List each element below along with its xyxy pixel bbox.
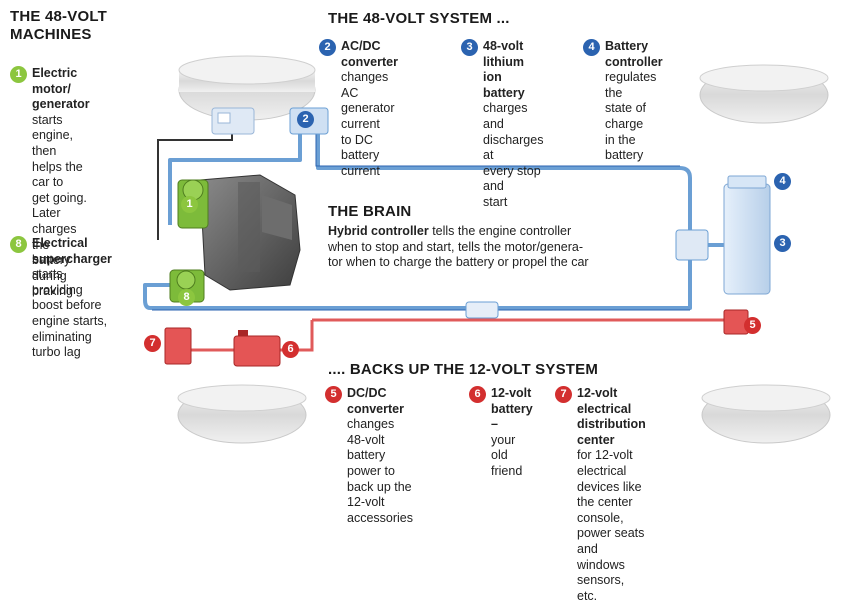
callout-7: 7: [144, 335, 161, 352]
item-3-line-4: every stop and: [483, 163, 541, 194]
engine: [199, 174, 301, 291]
item-2-line-4: current: [341, 163, 380, 178]
item-1-line-3: helps the car to: [32, 159, 83, 190]
item-5-line-4: accessories: [347, 510, 413, 525]
callout-2: 2: [297, 111, 314, 128]
module-top-left: [211, 107, 255, 135]
tire-front-right: [699, 64, 829, 124]
item-8-line-3: boost before: [32, 298, 102, 313]
callout-5: 5: [744, 317, 761, 334]
item-1-line-0: Electric motor/: [32, 66, 78, 96]
backs-up-header: .... BACKS UP THE 12-VOLT SYSTEM: [328, 361, 599, 378]
cable-48v-outline: [152, 130, 690, 311]
badge-8: 8: [10, 236, 27, 253]
item-6-line-3: friend: [491, 463, 523, 478]
item-2-line-3: to DC battery: [341, 132, 380, 163]
callout-6: 6: [282, 341, 299, 358]
tire-rear-left: [177, 384, 307, 444]
item-1-line-1-rest: starts: [32, 112, 63, 127]
item-8-line-5: eliminating: [32, 329, 92, 344]
item-5-line-3: back up the 12-volt: [347, 479, 412, 510]
item-6-line-1: battery –: [491, 401, 533, 432]
inline-module: [465, 301, 499, 319]
badge-5: 5: [325, 386, 342, 403]
item-3-line-2: charges and: [483, 101, 528, 131]
item-4-line-4: in the battery: [605, 132, 644, 163]
system-diagram: [143, 55, 831, 444]
item-4-line-2: regulates the: [605, 70, 657, 100]
item-5-line-1: changes 48-volt: [347, 417, 395, 447]
item-7-line-5: windows sensors, etc.: [577, 557, 625, 603]
tire-front-left: [178, 55, 316, 121]
item-1-line-7: braking: [32, 284, 73, 299]
item-1-line-6: battery during: [32, 253, 71, 283]
item-6-line-0: 12-volt: [491, 386, 532, 400]
item-3-line-5: start: [483, 194, 508, 209]
item-7-line-3: devices like the center: [577, 479, 642, 510]
item-7-line-4: console, power seats and: [577, 510, 645, 556]
item-6-line-2: your old: [491, 432, 516, 463]
item-7-line-0: 12-volt electrical: [577, 386, 632, 416]
item-7-line-1: distribution center: [577, 417, 646, 447]
brain-line1: tells the engine controller: [428, 224, 572, 238]
callout-1: 1: [181, 196, 198, 213]
hybrid-controller-box: [675, 229, 709, 261]
item-8-line-4: engine starts,: [32, 313, 108, 328]
battery-48v: [723, 175, 771, 295]
item-1-line-5: charges the: [32, 221, 77, 252]
item-1-line-2: engine, then: [32, 128, 74, 158]
item-7-line-2: for 12-volt electrical: [577, 448, 633, 478]
item-8-line-0: Electrical: [32, 236, 88, 250]
item-1-line-4: get going. Later: [32, 190, 87, 221]
brain-line3: tor when to charge the battery or propel…: [328, 255, 589, 270]
item-1-bold: generator: [32, 97, 90, 112]
item-8-line-2: starts providing: [32, 267, 83, 297]
item-8-line-6: turbo lag: [32, 345, 81, 360]
item-4-line-3: state of charge: [605, 101, 646, 131]
badge-1: 1: [10, 66, 27, 83]
machines-header: THE 48-VOLT MACHINES: [10, 8, 107, 43]
item-4-line-0: Battery: [605, 39, 649, 53]
cable-signal: [157, 132, 233, 240]
item-8-line-1: supercharger: [32, 251, 112, 266]
badge-2: 2: [319, 39, 336, 56]
brain-line2: when to stop and start, tells the motor/…: [328, 239, 583, 254]
badge-3: 3: [461, 39, 478, 56]
distribution-center-box: [164, 327, 192, 365]
item-2-line-1: changes AC: [341, 70, 389, 100]
system-header: THE 48-VOLT SYSTEM ...: [328, 10, 510, 27]
callout-3: 3: [774, 235, 791, 252]
callout-4: 4: [774, 173, 791, 190]
brain-lead: Hybrid controller: [328, 224, 429, 238]
item-3-line-1: ion battery: [483, 70, 525, 100]
battery-12v: [233, 330, 281, 367]
badge-4: 4: [583, 39, 600, 56]
item-4-line-1: controller: [605, 54, 663, 69]
brain-header: THE BRAIN: [328, 203, 412, 220]
item-2-line-0: AC/DC converter: [341, 39, 398, 69]
item-5-line-0: DC/DC converter: [347, 386, 404, 416]
item-3-line-3: discharges at: [483, 132, 544, 163]
tire-rear-right: [701, 384, 831, 444]
item-5-line-2: battery power to: [347, 448, 395, 478]
badge-6: 6: [469, 386, 486, 403]
brain-description: Hybrid controller tells the engine contr…: [328, 224, 628, 271]
badge-7: 7: [555, 386, 572, 403]
item-2-line-2: generator current: [341, 101, 395, 131]
callout-8: 8: [178, 289, 195, 306]
item-3-line-0: 48-volt lithium: [483, 39, 524, 69]
